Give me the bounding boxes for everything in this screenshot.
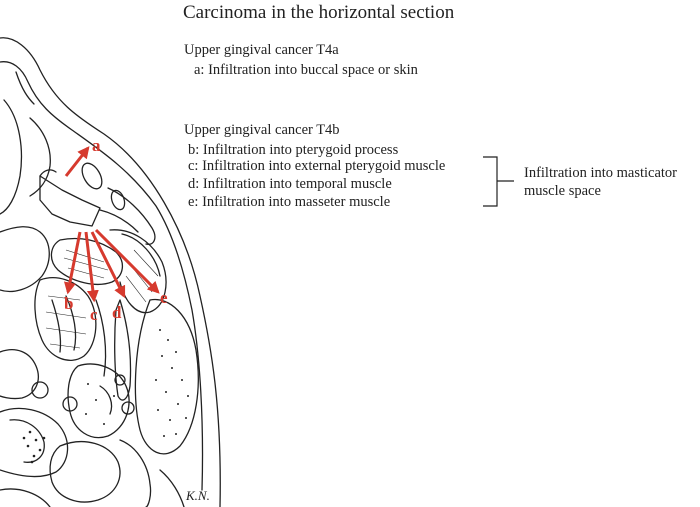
arrow-a (64, 146, 90, 177)
arrow-d (90, 231, 126, 299)
arrow-label-d: d (112, 303, 122, 322)
t4b-item-d: d: Infiltration into temporal muscle (188, 176, 392, 192)
arrow-e (94, 228, 160, 294)
artist-signature: K.N. (185, 488, 210, 503)
arrow-label-c: c (90, 305, 98, 324)
skin-contour-inner (0, 61, 204, 491)
skin-contour (0, 37, 221, 507)
figure-title: Carcinoma in the horizontal section (183, 2, 455, 23)
arrow-c (84, 231, 99, 303)
bracket-label-line1: Infiltration into masticator (524, 165, 678, 181)
t4b-item-c: c: Infiltration into external pterygoid … (188, 158, 446, 174)
arrow-label-b: b (64, 294, 73, 313)
t4b-heading: Upper gingival cancer T4b (184, 122, 340, 138)
t4a-item-a: a: Infiltration into buccal space or ski… (194, 62, 418, 78)
bracket-label-line2: muscle space (524, 183, 601, 199)
t4b-item-b: b: Infiltration into pterygoid process (188, 142, 399, 158)
arrow-b (63, 231, 82, 295)
t4a-heading: Upper gingival cancer T4a (184, 42, 339, 58)
arrow-label-e: e (160, 288, 168, 307)
t4b-item-e: e: Infiltration into masseter muscle (188, 194, 391, 210)
arrow-label-a: a (92, 136, 101, 155)
